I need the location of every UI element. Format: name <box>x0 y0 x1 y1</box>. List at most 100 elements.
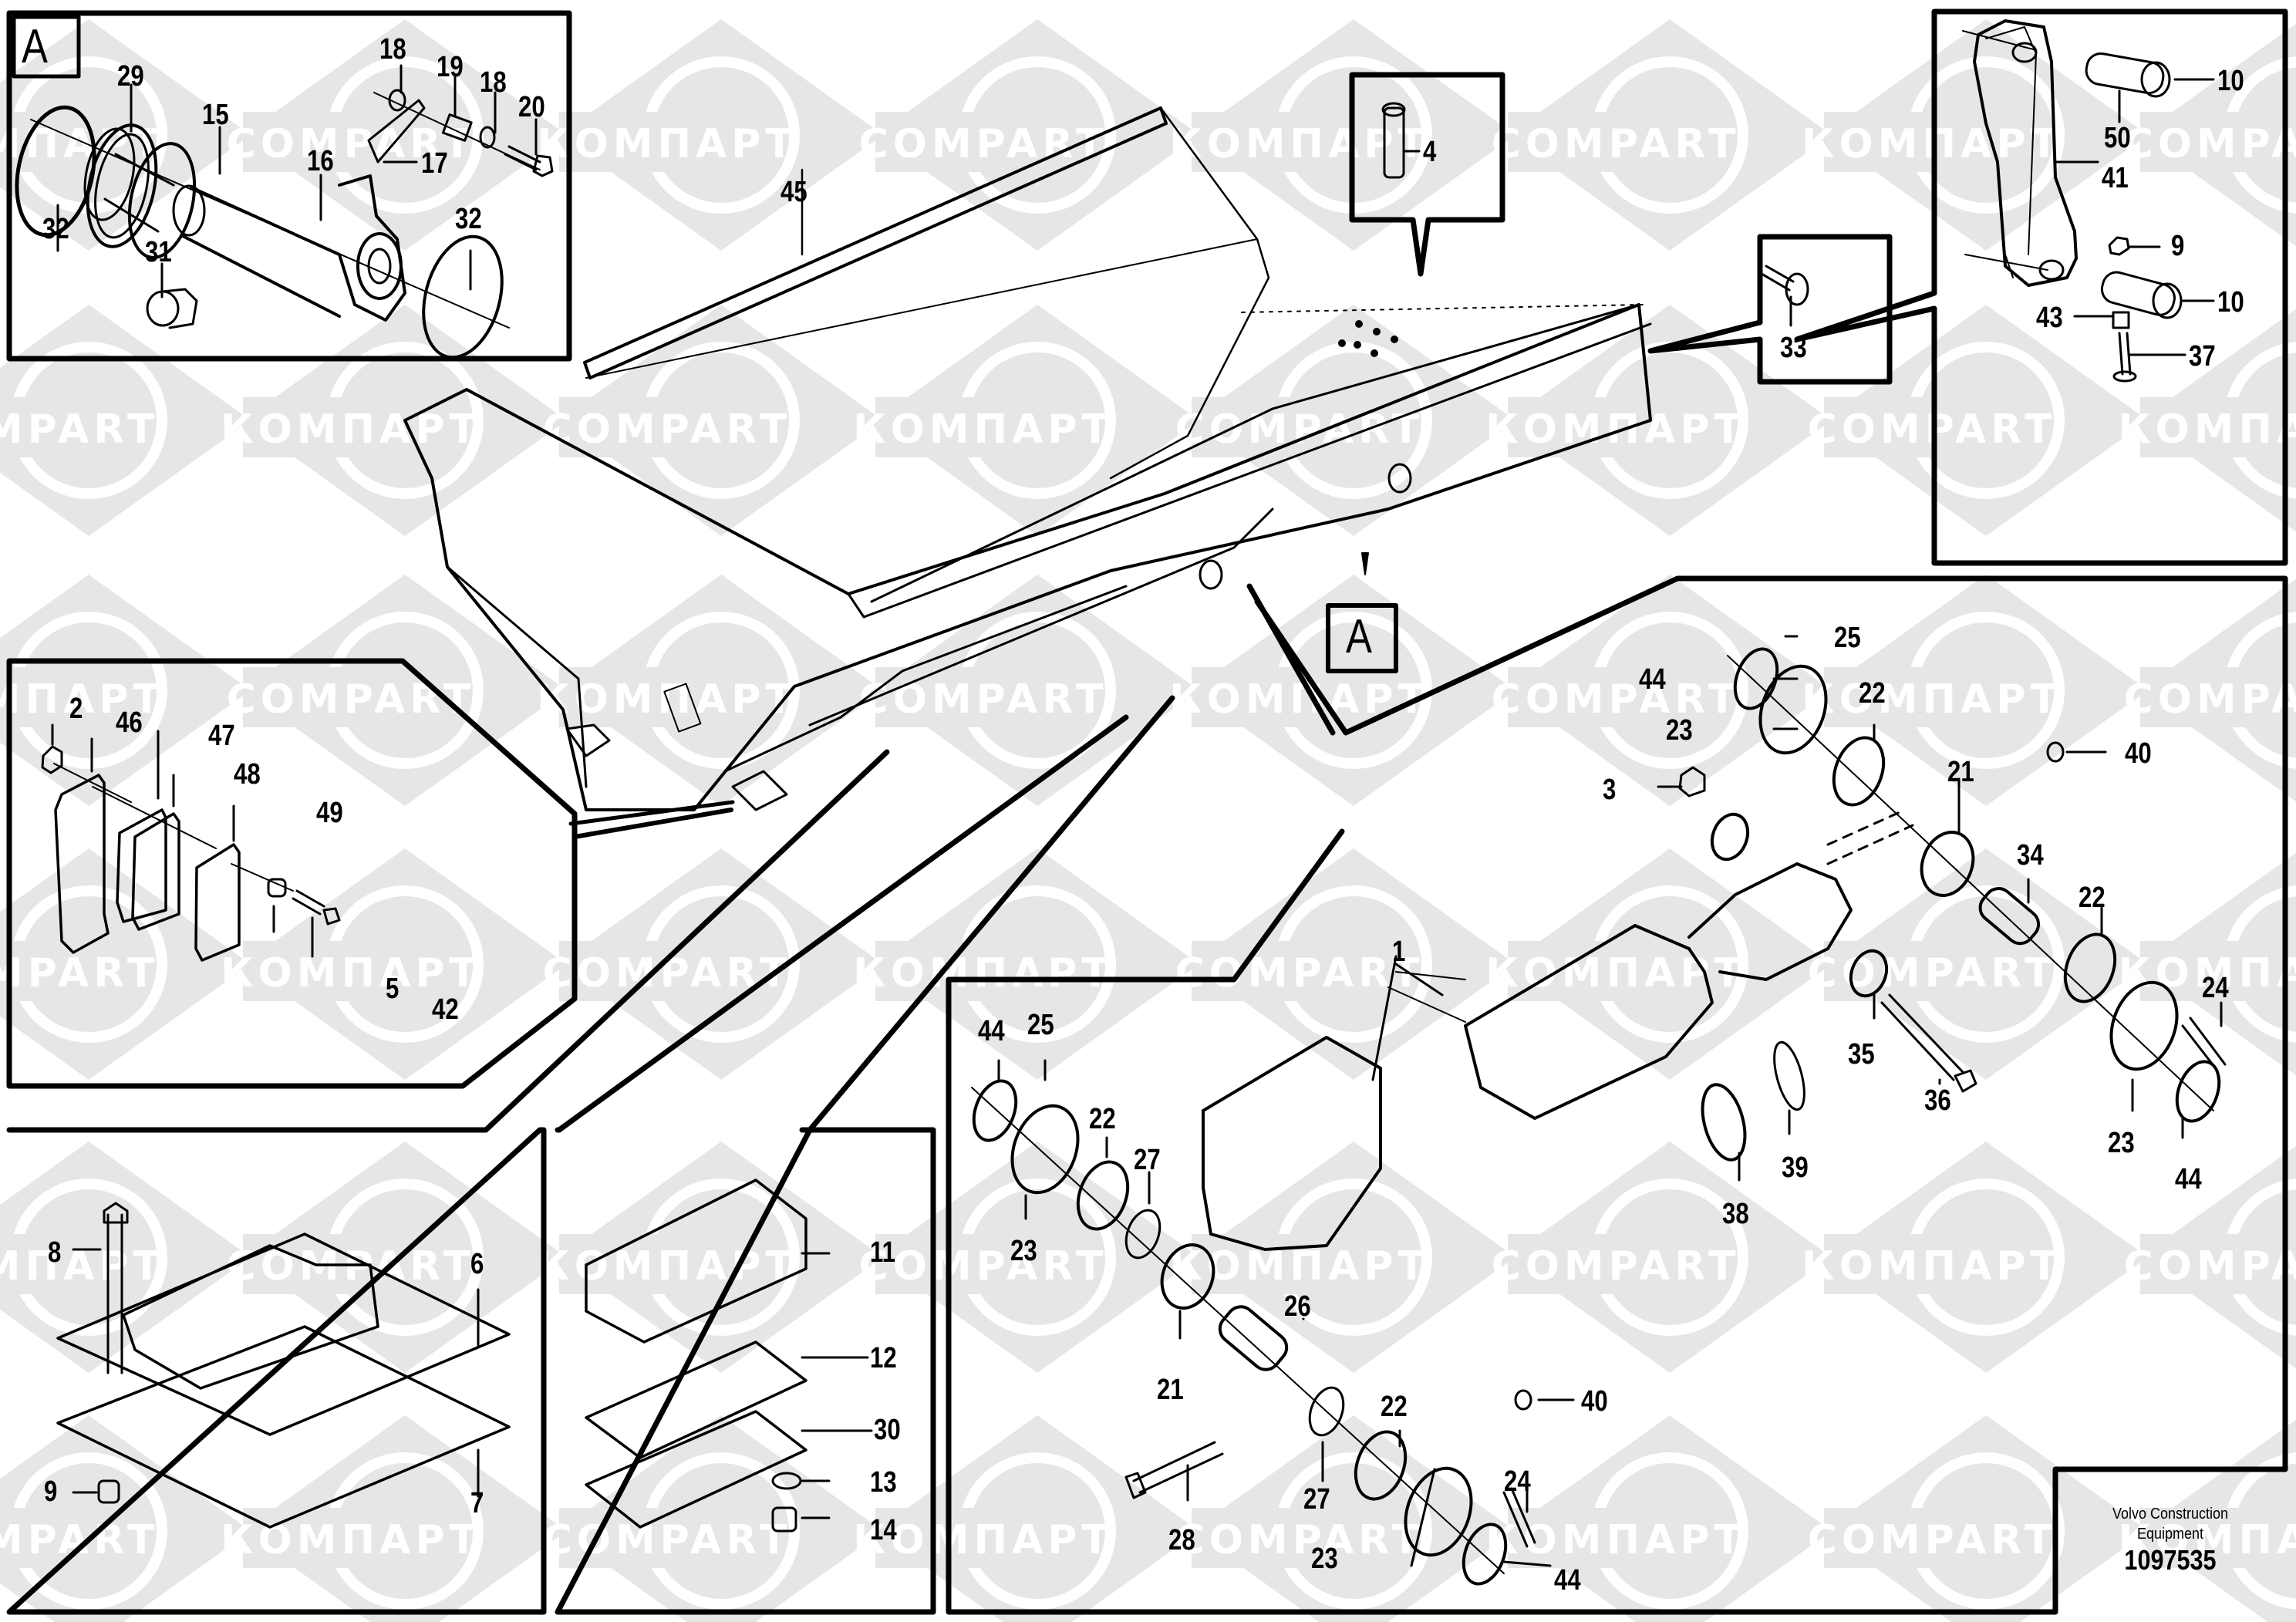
watermark-tile: КОМПАРТ <box>1485 848 1832 1080</box>
link-arm-41 <box>1973 19 2078 287</box>
watermark-tile: КОМПАРТ <box>1485 1415 1832 1622</box>
watermark-tile: КОМПАРТ <box>2118 852 2296 1076</box>
callout-25-top: 25 <box>1834 622 1861 654</box>
watermark-text: COMPART <box>1808 1517 2057 1563</box>
watermark-tile: КОМПАРТ <box>1485 305 1832 536</box>
watermark-text: КОМПАРТ <box>0 1243 165 1290</box>
callout-47: 47 <box>208 720 235 752</box>
callout-7: 7 <box>470 1487 484 1519</box>
callout-21-top: 21 <box>1947 756 1974 788</box>
callout-23-b: 23 <box>2108 1127 2135 1159</box>
bearing-21-a <box>1920 831 1975 897</box>
callout-43: 43 <box>2036 302 2063 334</box>
watermark-tile: КОМПАРТ <box>1802 1141 2148 1373</box>
callout-23-d: 23 <box>1311 1543 1338 1575</box>
callout-8: 8 <box>48 1236 62 1269</box>
callout-34: 34 <box>2017 839 2044 872</box>
bushing-34 <box>1978 887 2041 946</box>
callout-15: 15 <box>202 99 229 131</box>
nut-2 <box>41 745 63 774</box>
flange-23-d <box>1404 1466 1473 1557</box>
callout-45: 45 <box>781 176 807 208</box>
box-a-title: A <box>22 20 48 73</box>
watermark-tile: COMPART <box>859 575 1199 806</box>
o-ring-32-right <box>422 234 504 359</box>
callout-17: 17 <box>421 147 448 180</box>
bolt-24-bottom <box>1502 1487 1536 1548</box>
callout-20: 20 <box>518 91 545 123</box>
callout-39: 39 <box>1782 1152 1809 1184</box>
reference-line-1: Volvo Construction <box>2112 1506 2229 1523</box>
nipple-40-bottom <box>1514 1389 1532 1411</box>
watermark-tile: КОМПАРТ <box>0 575 251 806</box>
washer-35 <box>1849 949 1889 998</box>
o-ring-44-d <box>1462 1523 1508 1586</box>
watermark-tile: COMPART <box>2124 23 2296 247</box>
watermark-text: КОМПАРТ <box>1802 121 2062 167</box>
callout-26: 26 <box>1284 1290 1311 1323</box>
callout-38: 38 <box>1722 1198 1749 1230</box>
dump-body-45 <box>403 106 1652 811</box>
callout-25-c: 25 <box>1027 1009 1054 1041</box>
callout-22-top: 22 <box>1859 677 1886 710</box>
watermark-text: COMPART <box>0 1517 159 1563</box>
detail-box-pads <box>6 658 733 1089</box>
callout-48: 48 <box>234 758 261 791</box>
section-marker-a-label: A <box>1346 610 1372 663</box>
watermark-tile: КОМПАРТ <box>1169 575 1515 806</box>
watermark-text: КОМПАРТ <box>853 950 1114 996</box>
callout-46: 46 <box>116 706 143 739</box>
callout-44-top: 44 <box>1639 663 1666 696</box>
watermark-text: COMPART <box>859 676 1108 723</box>
detail-box-stack <box>555 695 1175 1615</box>
o-ring-44-b <box>2175 1060 2221 1123</box>
reference-block: Volvo Construction Equipment 1097535 <box>2055 1504 2285 1576</box>
spacer-19 <box>441 113 473 142</box>
callout-21-c: 21 <box>1157 1374 1184 1406</box>
washer-29 <box>86 123 158 248</box>
washer-22-c <box>1076 1160 1130 1231</box>
pin-10-bottom <box>2100 271 2183 319</box>
callout-5: 5 <box>386 973 400 1005</box>
callout-19: 19 <box>437 51 464 83</box>
leader-wedge-pads <box>568 800 735 826</box>
watermark-text: COMPART <box>1808 406 2057 453</box>
cylinder-1 <box>1202 1036 1382 1251</box>
watermark-tile: КОМПАРТ <box>853 1415 1199 1622</box>
watermark-text: КОМПАРТ <box>221 406 481 453</box>
plate-12 <box>585 1340 807 1459</box>
bolt-24-top <box>2181 1017 2227 1072</box>
watermark-tile: КОМПАРТ <box>853 305 1199 536</box>
watermark-tile: COMPART <box>1175 848 1515 1080</box>
watermark-text: COMPART <box>0 950 159 996</box>
callout-24-top: 24 <box>2202 972 2229 1004</box>
watermark-tile: COMPART <box>1492 575 1832 806</box>
watermark-text: COMPART <box>2124 1243 2296 1290</box>
callout-11: 11 <box>870 1236 895 1269</box>
watermark-tile: COMPART <box>2124 1145 2296 1369</box>
callout-16: 16 <box>307 145 334 177</box>
callout-9: 9 <box>2171 230 2185 262</box>
plate-47 <box>116 808 167 923</box>
callout-36: 36 <box>1924 1084 1951 1117</box>
callout-49: 49 <box>316 797 343 829</box>
watermark-tile: COMPART <box>227 575 567 806</box>
watermark-text: COMPART <box>1492 1243 1741 1290</box>
bolt-28 <box>1132 1441 1224 1494</box>
block-11 <box>585 1179 807 1344</box>
watermark-tile: COMPART <box>1808 1415 2148 1622</box>
bearing-21-c <box>1160 1243 1215 1310</box>
callout-14: 14 <box>870 1514 897 1546</box>
plate-30 <box>585 1410 807 1529</box>
spacer-43 <box>2112 311 2130 329</box>
watermark-tile: КОМПАРТ <box>1802 575 2148 806</box>
flange-23-b <box>2109 980 2179 1071</box>
flange-23-top <box>1758 664 1828 755</box>
watermark-text: КОМПАРТ <box>1485 406 1746 453</box>
watermark-text: COMPART <box>543 1517 792 1563</box>
callout-24-d: 24 <box>1504 1465 1531 1498</box>
plate-49 <box>194 843 241 962</box>
watermark-tile: COMPART <box>1175 1415 1515 1622</box>
detail-box-bolt-4 <box>1349 72 1505 277</box>
watermark-text: КОМПАРТ <box>853 406 1114 453</box>
